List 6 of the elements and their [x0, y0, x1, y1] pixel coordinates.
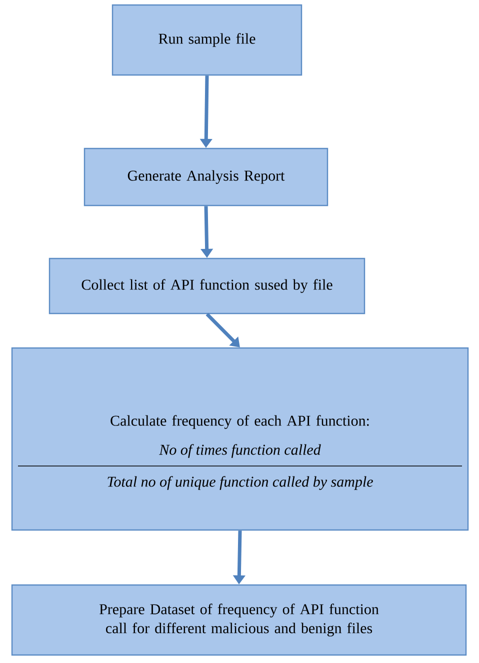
- process-box: Run sample file: [112, 4, 302, 76]
- process-box: Prepare Dataset of frequency of API function call for different malicious and benign files: [11, 584, 467, 656]
- process-box: Calculate frequency of each API function: No of times function called Total no of unique function called by sample: [11, 347, 469, 531]
- process-box: Generate Analysis Report: [84, 148, 328, 206]
- process-box: Collect list of API function sused by file: [48, 258, 366, 314]
- arrow: [206, 312, 240, 348]
